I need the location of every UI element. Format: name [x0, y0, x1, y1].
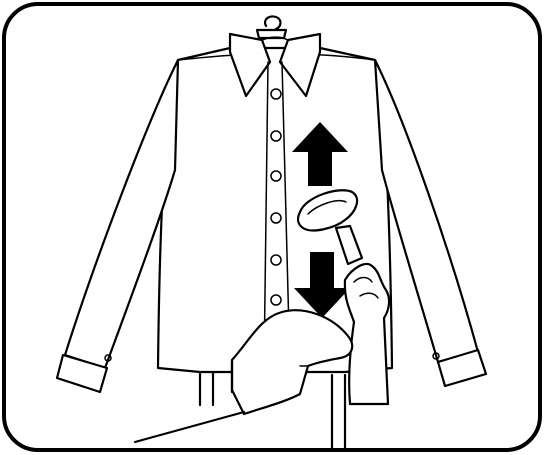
- collar-band: [261, 36, 289, 41]
- shirt-button: [270, 294, 282, 306]
- cuff-right: [436, 348, 488, 388]
- collar-right: [278, 32, 322, 98]
- stand-pole-right: [330, 373, 347, 452]
- arrow-down-icon: [294, 252, 350, 318]
- shirt-button: [270, 170, 282, 182]
- glove-icon: [133, 309, 354, 444]
- cuff-button-right: [432, 352, 440, 360]
- steamer-head-icon: [296, 189, 364, 266]
- cuff-button-left: [104, 354, 112, 362]
- button-list: [270, 88, 282, 306]
- collar-left: [228, 32, 272, 98]
- shirt-button: [270, 254, 282, 266]
- shirt-button: [270, 88, 282, 100]
- stand-pole-left: [198, 366, 215, 407]
- shirt-button: [270, 212, 282, 224]
- background-rail-group: [198, 366, 347, 452]
- hand-icon: [343, 262, 391, 406]
- arrow-up-icon: [292, 122, 348, 186]
- glove-wrist-line: [133, 410, 246, 444]
- cuff-left: [55, 353, 109, 394]
- shirt-button: [270, 130, 282, 142]
